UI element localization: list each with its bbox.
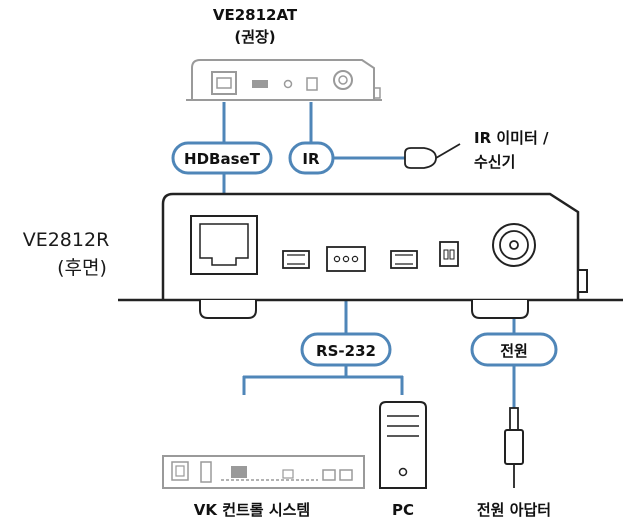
vk-control-label: VK 컨트롤 시스템: [194, 501, 310, 519]
ve2812r-port-a: [282, 250, 310, 269]
ve2812at-ir-port: [306, 77, 318, 91]
ir-emitter-label-line1: IR 이미터 /: [474, 129, 549, 147]
ir-emitter-label-line2: 수신기: [474, 153, 515, 171]
hdbaset-badge-label: HDBaseT: [184, 150, 261, 168]
ve2812at-model-label: VE2812AT: [213, 6, 298, 24]
ve2812at-device: VE2812AT (권장): [186, 6, 382, 101]
ve2812at-small-port: [252, 80, 268, 88]
ve2812r-device: [118, 192, 623, 319]
ir-emitter-icon: [404, 147, 437, 169]
hdbaset-badge: HDBaseT: [171, 141, 273, 175]
ve2812at-button: [283, 79, 293, 89]
ve2812r-body: [161, 192, 580, 300]
rs232-badge: RS-232: [300, 332, 392, 367]
pc-tower-device: [379, 401, 427, 489]
rs232-badge-label: RS-232: [316, 342, 376, 360]
ve2812at-note-label: (권장): [234, 28, 275, 46]
power-badge-label: 전원: [500, 342, 528, 360]
power-adapter-body: [504, 429, 524, 465]
power-adapter-plug: [504, 407, 524, 488]
ir-badge-label: IR: [302, 150, 320, 168]
ve2812r-dip-switch: [439, 241, 459, 267]
ve2812r-foot-left: [199, 300, 257, 319]
ir-badge: IR: [288, 141, 335, 175]
vk-control-system-device: [162, 455, 365, 489]
ve2812at-body: [191, 59, 375, 100]
ve2812r-model-label: VE2812R: [23, 229, 110, 251]
ir-emitter-device: IR 이미터 / 수신기: [404, 129, 549, 171]
ve2812r-port-b: [390, 250, 418, 269]
ve2812at-power-jack: [333, 70, 353, 90]
ve2812r-foot-right: [471, 300, 529, 319]
power-badge: 전원: [470, 332, 558, 367]
power-adapter-label: 전원 아답터: [477, 501, 551, 519]
ve2812r-note-label: (후면): [57, 257, 107, 279]
pc-tower-body: [379, 401, 427, 489]
ve2812at-rj45-port: [211, 71, 237, 95]
pc-label: PC: [392, 501, 414, 519]
